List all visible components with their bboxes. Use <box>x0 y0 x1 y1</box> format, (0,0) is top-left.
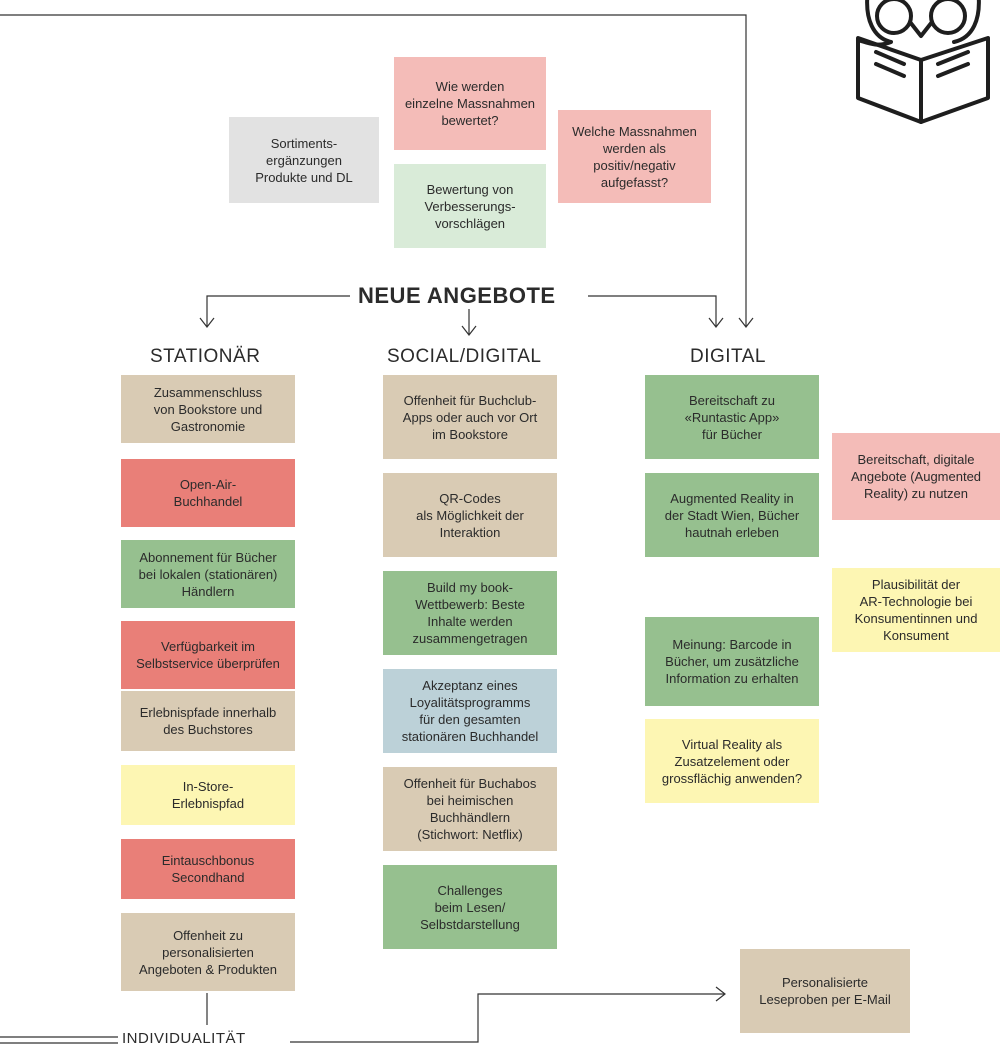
note-stationaer-8: Offenheit zu personalisierten Angeboten … <box>121 913 295 991</box>
leseproben-arrow <box>715 986 726 1002</box>
branch-right-line <box>588 295 717 326</box>
note-digital-1: Bereitschaft zu «Runtastic App» für Büch… <box>645 375 819 459</box>
note-positiv-negativ: Welche Massnahmen werden als positiv/neg… <box>558 110 711 203</box>
individualitaet-label: INDIVIDUALITÄT <box>118 1030 250 1047</box>
note-verbesserung: Bewertung von Verbesserungs- vorschlägen <box>394 164 546 248</box>
top-feedback-line <box>0 14 747 326</box>
note-social-5: Offenheit für Buchabos bei heimischen Bu… <box>383 767 557 851</box>
note-stationaer-5: Erlebnispfade innerhalb des Buchstores <box>121 691 295 751</box>
note-social-4: Akzeptanz eines Loyalitätsprogramms für … <box>383 669 557 753</box>
note-social-1: Offenheit für Buchclub- Apps oder auch v… <box>383 375 557 459</box>
note-stationaer-2: Open-Air- Buchhandel <box>121 459 295 527</box>
note-bewertet: Wie werden einzelne Massnahmen bewertet? <box>394 57 546 150</box>
note-stationaer-1: Zusammenschluss von Bookstore und Gastro… <box>121 375 295 443</box>
note-digital-4: Virtual Reality als Zusatzelement oder g… <box>645 719 819 803</box>
branch-middle-arrow <box>461 325 477 336</box>
heading-social-digital: SOCIAL/DIGITAL <box>387 346 542 368</box>
branch-right-arrow <box>708 317 724 328</box>
heading-digital: DIGITAL <box>690 346 766 368</box>
note-social-3: Build my book- Wettbewerb: Beste Inhalte… <box>383 571 557 655</box>
note-social-6: Challenges beim Lesen/ Selbstdarstellung <box>383 865 557 949</box>
top-feedback-arrow <box>738 317 754 328</box>
note-ar-plausibel: Plausibilität der AR-Technologie bei Kon… <box>832 568 1000 652</box>
note-stationaer-3: Abonnement für Bücher bei lokalen (stati… <box>121 540 295 608</box>
owl-reading-book-icon <box>856 0 990 124</box>
note-leseproben: Personalisierte Leseproben per E-Mail <box>740 949 910 1033</box>
branch-left-arrow <box>199 317 215 328</box>
note-digital-3: Meinung: Barcode in Bücher, um zusätzlic… <box>645 617 819 706</box>
note-stationaer-7: Eintauschbonus Secondhand <box>121 839 295 899</box>
note-digital-2: Augmented Reality in der Stadt Wien, Büc… <box>645 473 819 557</box>
heading-stationaer: STATIONÄR <box>150 346 261 368</box>
note-ar-digital: Bereitschaft, digitale Angebote (Augment… <box>832 433 1000 520</box>
main-title: NEUE ANGEBOTE <box>352 283 562 309</box>
note-stationaer-4: Verfügbarkeit im Selbstservice überprüfe… <box>121 621 295 689</box>
note-social-2: QR-Codes als Möglichkeit der Interaktion <box>383 473 557 557</box>
individualitaet-right-line <box>290 993 724 1043</box>
note-sortiment: Sortiments- ergänzungen Produkte und DL <box>229 117 379 203</box>
note-stationaer-6: In-Store- Erlebnispfad <box>121 765 295 825</box>
branch-left-line <box>206 295 350 326</box>
